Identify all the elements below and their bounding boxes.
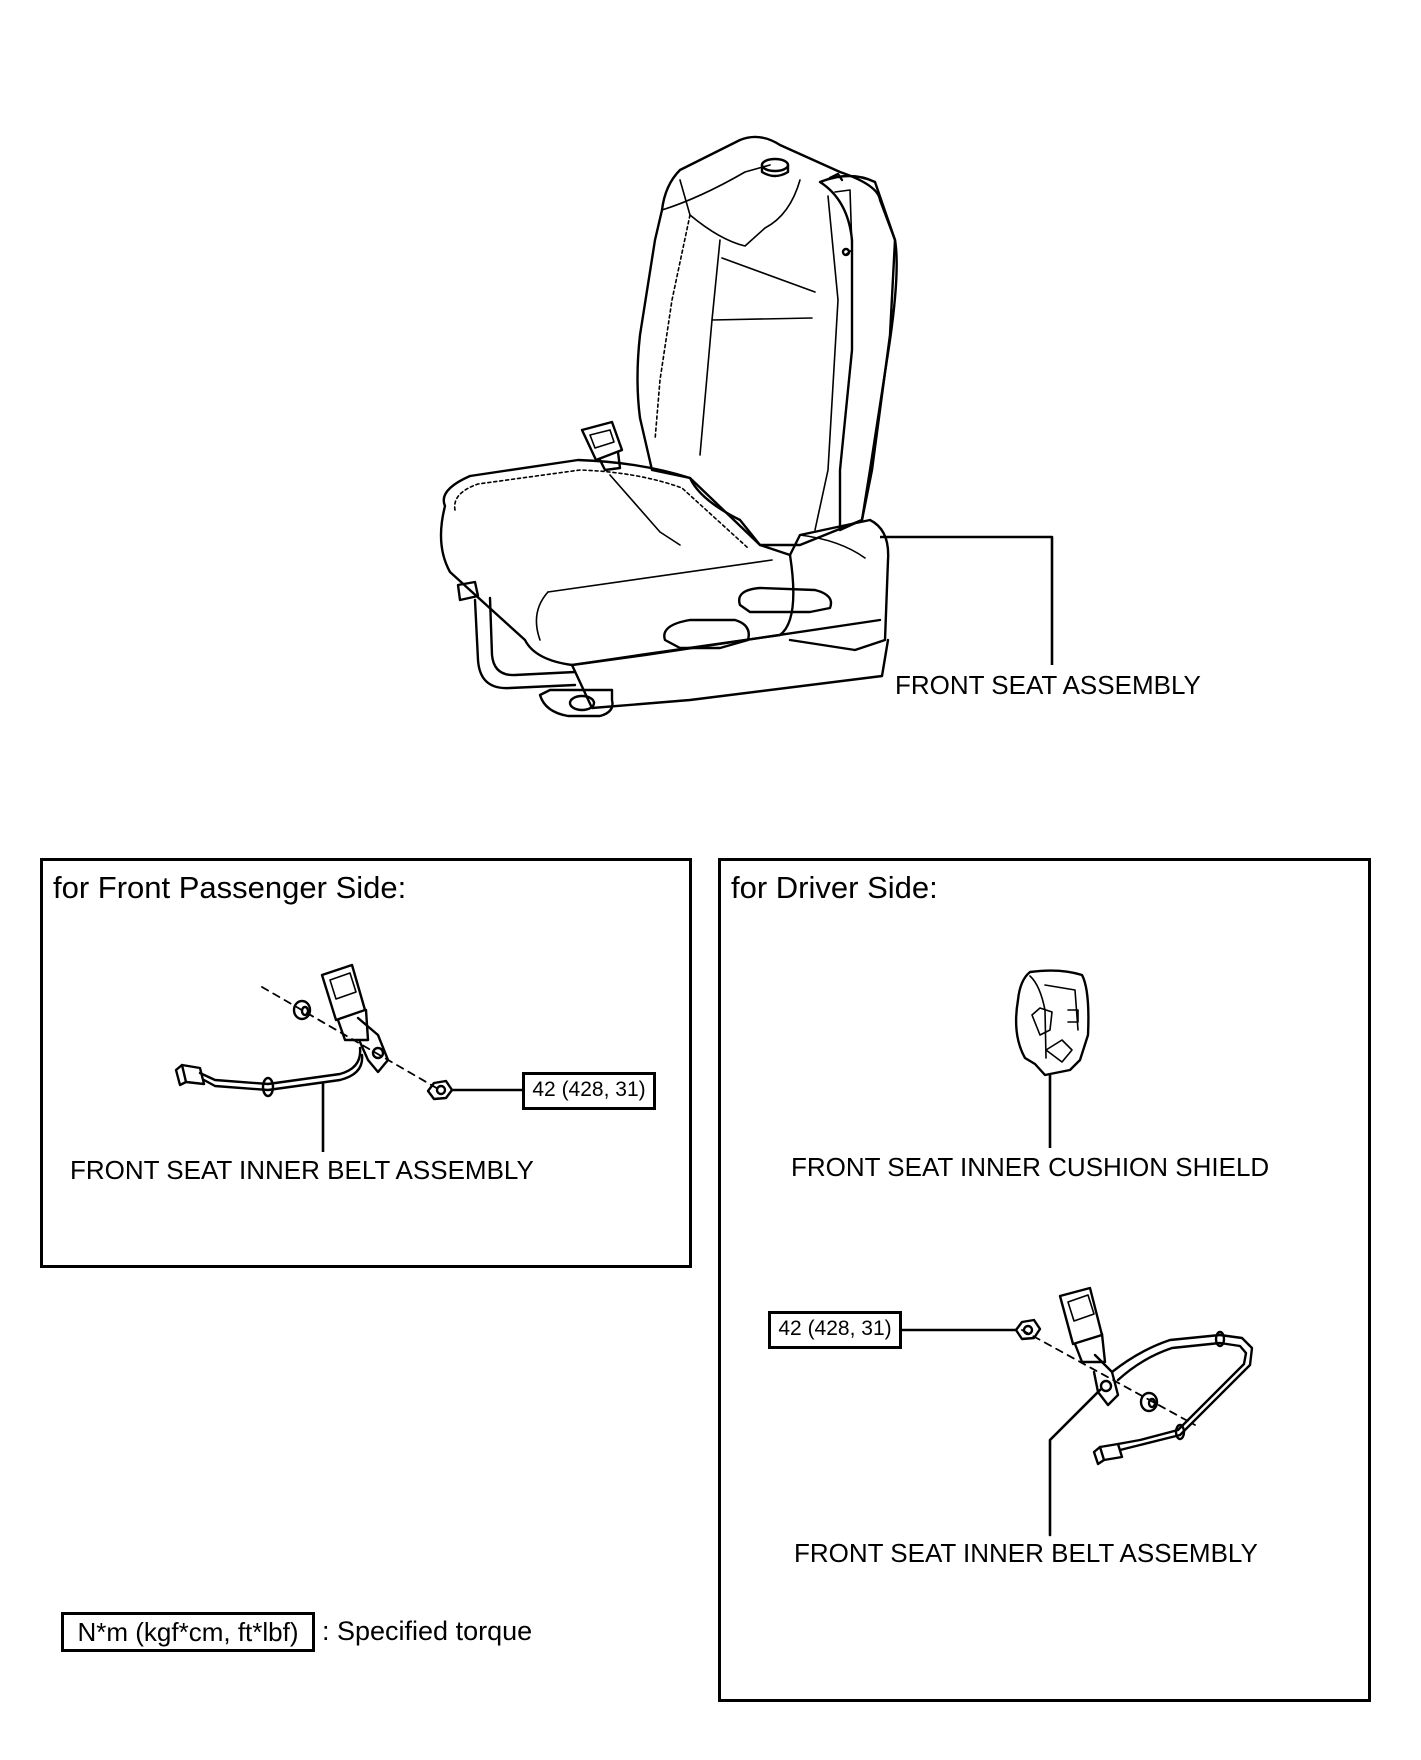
cushion-shield-drawing [1014, 969, 1090, 1148]
driver-panel-title: for Driver Side: [731, 870, 938, 905]
front-seat-assembly-drawing [439, 135, 1054, 718]
passenger-panel-title: for Front Passenger Side: [53, 870, 407, 905]
driver-belt-label: FRONT SEAT INNER BELT ASSEMBLY [794, 1538, 1258, 1568]
driver-belt-drawing [900, 1286, 1254, 1537]
passenger-side-panel: for Front Passenger Side: [40, 858, 692, 1268]
driver-torque-box: 42 (428, 31) [768, 1311, 902, 1349]
passenger-belt-label: FRONT SEAT INNER BELT ASSEMBLY [70, 1155, 534, 1185]
torque-units-box: N*m (kgf*cm, ft*lbf) [61, 1612, 315, 1652]
front-seat-assembly-label: FRONT SEAT ASSEMBLY [895, 670, 1201, 700]
passenger-belt-drawing [174, 963, 524, 1152]
passenger-torque-box: 42 (428, 31) [522, 1072, 656, 1110]
driver-side-panel: for Driver Side: [718, 858, 1371, 1702]
torque-legend-text: : Specified torque [322, 1616, 533, 1646]
cushion-shield-label: FRONT SEAT INNER CUSHION SHIELD [791, 1152, 1270, 1182]
